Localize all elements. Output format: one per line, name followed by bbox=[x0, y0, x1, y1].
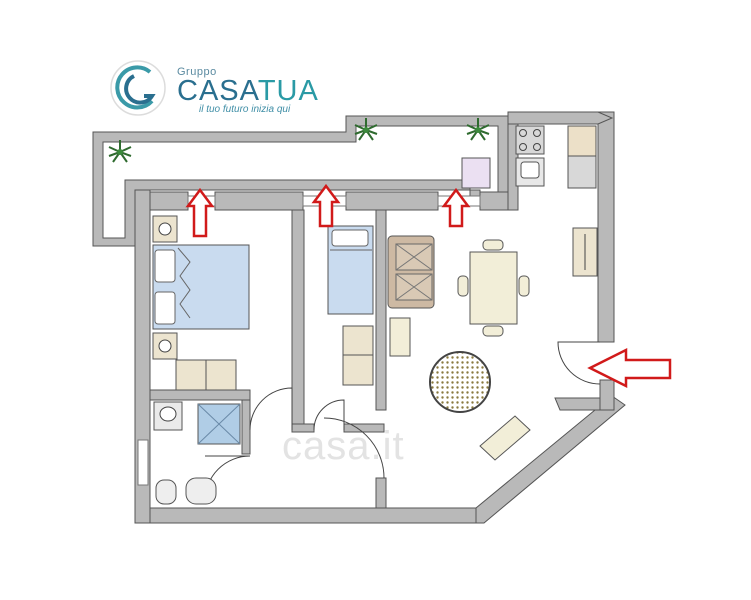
brand-tagline: il tuo futuro inizia qui bbox=[199, 104, 291, 115]
brand-name-part2: TUA bbox=[257, 75, 319, 107]
interior-walls bbox=[149, 209, 387, 509]
brand-logo: Gruppo CASATUA il tuo futuro inizia qui bbox=[177, 66, 319, 115]
nightstand-lamp bbox=[152, 215, 178, 360]
brand-name-part1: CASA bbox=[177, 75, 258, 107]
brand-prefix: Gruppo bbox=[177, 66, 217, 78]
entrance-arrow-icon bbox=[587, 347, 672, 389]
brand-name: CASATUA bbox=[177, 76, 319, 106]
kitchen bbox=[461, 125, 598, 277]
dining-table bbox=[457, 239, 530, 337]
window-arrow-icon bbox=[185, 183, 471, 238]
logo-emblem-icon bbox=[110, 60, 166, 116]
double-bed bbox=[152, 244, 250, 330]
round-rug bbox=[429, 351, 491, 413]
desk bbox=[342, 325, 374, 386]
bench bbox=[479, 415, 531, 461]
bathroom bbox=[153, 401, 241, 505]
tv-cabinet bbox=[389, 317, 411, 357]
single-bed bbox=[327, 225, 374, 315]
watermark: casa.it bbox=[282, 424, 405, 468]
wardrobe bbox=[175, 359, 237, 391]
doors bbox=[204, 341, 601, 502]
plant-icon bbox=[108, 118, 490, 163]
sofa bbox=[387, 235, 435, 309]
